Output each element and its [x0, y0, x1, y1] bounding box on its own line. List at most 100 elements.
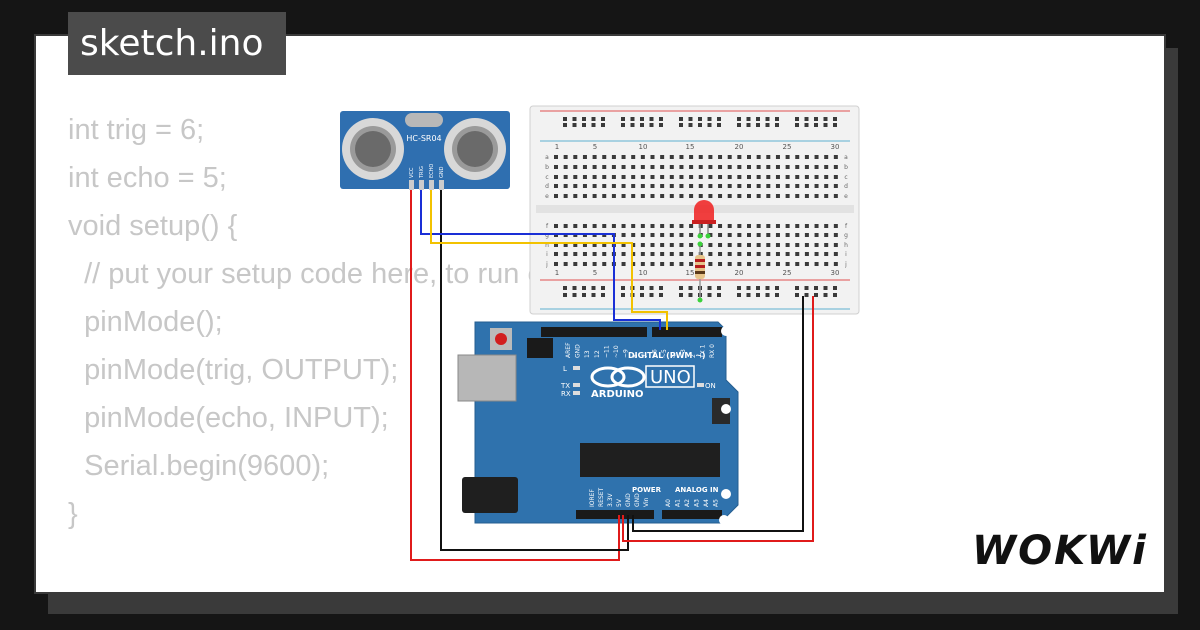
sensor-pin-label: GND — [439, 166, 445, 178]
arduino-pin-label: 4 — [671, 354, 678, 358]
wire-blue-echo — [420, 190, 661, 330]
sensor-label: HC-SR04 — [406, 134, 441, 143]
row-letter: e — [545, 193, 549, 200]
arduino-pin-label: ~11 — [603, 345, 610, 358]
code-line: int echo = 5; — [68, 162, 227, 194]
arduino-model: UNO — [650, 367, 691, 388]
rx-led-label: RX — [561, 390, 571, 398]
row-letter: a — [545, 154, 549, 161]
row-letter: b — [545, 164, 549, 171]
code-line: pinMode(echo, INPUT); — [68, 402, 389, 434]
row-letter: d — [545, 183, 549, 190]
analog-label: ANALOG IN — [675, 486, 719, 494]
arduino-pin-label: ~3 — [680, 349, 687, 358]
sensor-pin[interactable] — [409, 180, 414, 190]
wire-red-5v — [410, 190, 620, 561]
arduino-brand: ARDUINO — [591, 389, 643, 400]
column-number: 30 — [831, 143, 840, 151]
row-letter: g — [545, 232, 549, 239]
row-letter: d — [844, 183, 848, 190]
row-letter: i — [845, 251, 847, 258]
column-number: 1 — [555, 143, 559, 151]
row-letter: h — [844, 242, 848, 249]
arduino-pin-label: 2 — [690, 354, 697, 358]
digital-label: DIGITAL (PWM ~) — [628, 351, 706, 360]
sensor-pin[interactable] — [439, 180, 444, 190]
tx-led-label: TX — [560, 382, 570, 390]
arduino-pin-label: RX 0 — [709, 344, 716, 358]
wires — [410, 190, 814, 561]
column-number: 20 — [735, 143, 744, 151]
arduino-pin-label: Vin — [643, 497, 650, 507]
wire-red-vcc-rail — [622, 296, 814, 542]
arduino-pin-label: AREF — [565, 342, 572, 358]
arduino-pin-label: ~9 — [623, 349, 630, 358]
wire-black-gnd — [440, 190, 629, 551]
wire-yellow-trig — [430, 190, 668, 330]
column-number: 20 — [735, 269, 744, 277]
code-line: pinMode(); — [68, 306, 223, 338]
sensor-pin-label: VCC — [409, 167, 415, 178]
column-number: 30 — [831, 269, 840, 277]
sensor-pin[interactable] — [419, 180, 424, 190]
row-letter: a — [844, 154, 848, 161]
row-letter: h — [545, 242, 549, 249]
sensor-pin[interactable] — [429, 180, 434, 190]
file-name-tab[interactable]: sketch.ino — [68, 12, 286, 75]
arduino-pin-label: GND — [575, 344, 582, 358]
arduino-pin-label: GND — [625, 493, 632, 507]
sensor-pin-label: ECHO — [429, 164, 435, 178]
arduino-pin-label: ~5 — [661, 349, 668, 358]
on-label: ON — [705, 382, 716, 390]
arduino-pin-label: TX 1 — [699, 344, 706, 359]
arduino-pin-label: A3 — [694, 499, 701, 507]
arduino-pin-label: A0 — [665, 499, 672, 507]
column-number: 10 — [639, 269, 648, 277]
arduino-pin-label: A5 — [713, 499, 720, 507]
arduino-pin-label: A2 — [684, 499, 691, 507]
row-letter: g — [844, 232, 848, 239]
row-letter: i — [546, 251, 548, 258]
row-letter: e — [844, 193, 848, 200]
row-letter: j — [545, 261, 548, 268]
arduino-pin-label: A4 — [703, 499, 710, 507]
row-letter: c — [844, 174, 847, 181]
arduino-pin-label: 5V — [616, 498, 623, 507]
column-number: 25 — [783, 269, 792, 277]
ultrasonic-sensor[interactable]: HC-SR04 VCC TRIG ECHO GND — [340, 111, 510, 190]
sensor-pin-label: TRIG — [419, 166, 425, 179]
arduino-pin-label: RESET — [598, 487, 605, 507]
arduino-uno[interactable]: UNO ARDUINO DIGITAL (PWM ~) POWER ANALOG… — [457, 321, 739, 525]
resistor[interactable] — [695, 241, 705, 303]
arduino-pin-label: 12 — [594, 350, 601, 358]
wire-black-gnd-rail — [632, 296, 804, 532]
code-line: void setup() { — [68, 210, 238, 242]
code-line: Serial.begin(9600); — [68, 450, 330, 482]
arduino-pin-label: 7 — [642, 354, 649, 358]
arduino-pin-label: 3.3V — [607, 492, 614, 507]
arduino-pin-label: IOREF — [589, 489, 596, 507]
arduino-pin-label: 8 — [632, 354, 639, 358]
arduino-pin-label: A1 — [675, 499, 682, 507]
arduino-pin-label: ~10 — [613, 345, 620, 358]
row-letter: c — [545, 174, 548, 181]
row-letter: b — [844, 164, 848, 171]
column-number: 1 — [555, 269, 559, 277]
row-letter: f — [845, 223, 848, 230]
wokwi-logo: WOKWi — [972, 528, 1148, 574]
arduino-pin-label: 13 — [584, 350, 591, 358]
l-led-label: L — [563, 365, 567, 373]
row-letter: f — [546, 223, 549, 230]
column-number: 5 — [593, 269, 597, 277]
column-number: 5 — [593, 143, 597, 151]
row-letter: j — [844, 261, 847, 268]
column-number: 25 — [783, 143, 792, 151]
column-number: 15 — [686, 269, 695, 277]
arduino-pin-label: ~6 — [651, 349, 658, 358]
power-label: POWER — [632, 486, 662, 494]
led-red[interactable] — [692, 200, 716, 239]
code-line: int trig = 6; — [68, 114, 205, 146]
